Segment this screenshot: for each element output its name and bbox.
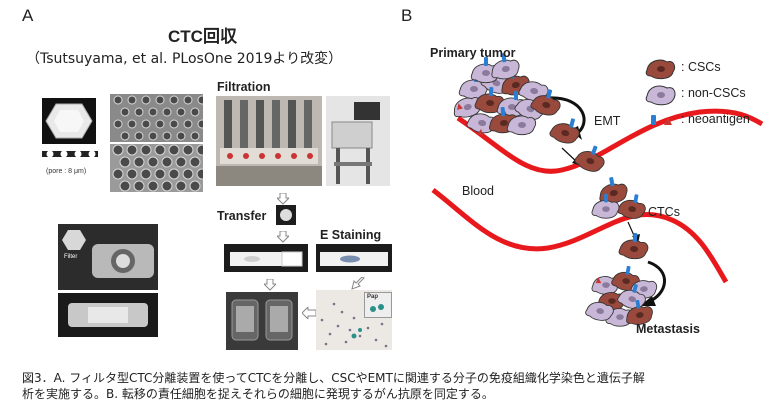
csc-cell: [599, 177, 628, 204]
sem-pore-image-top: [110, 94, 203, 142]
non-csc-cell: [585, 301, 614, 321]
blood-label: Blood: [462, 184, 494, 198]
csc-cell: [549, 118, 580, 144]
vessel-wall-lower: [431, 188, 729, 284]
panel-a-title: CTC回収: [168, 27, 237, 46]
caption-line-1: 図3．A. フィルタ型CTC分離装置を使ってCTCを分離し、CSCやEMTに関連…: [22, 371, 645, 385]
down-arrow-icon: [275, 228, 291, 247]
vessel-wall-upper: [456, 108, 764, 174]
panel-b-letter: B: [401, 6, 413, 25]
glass-slide-photo: [224, 244, 308, 272]
left-arrow-icon: [301, 304, 317, 323]
analysis-chip-photo: [226, 292, 298, 350]
panel-a-citation: （Tsutsuyama, et al. PLosOne 2019より改変）: [26, 51, 343, 67]
filter-photo-label: Filter: [64, 254, 78, 260]
csc-cell: [617, 194, 646, 219]
non-csc-cell: [453, 97, 482, 118]
down-arrow-icon: [275, 190, 291, 209]
pap-label: Pap: [367, 294, 379, 300]
transfer-filter-photo: [276, 205, 296, 225]
filter-cross-section: [42, 148, 98, 162]
filter-device-side-photo: [58, 293, 158, 337]
filtration-machine-photo: [326, 96, 390, 186]
legend-non-cscs: : non-CSCs: [681, 86, 746, 100]
transfer-label: Transfer: [217, 209, 267, 223]
panel-a-letter: A: [22, 6, 34, 25]
stained-slide-photo: [316, 244, 392, 272]
filter-device-photo: Filter: [58, 224, 158, 290]
primary-tumor-label: Primary tumor: [430, 46, 516, 60]
csc-cell: [626, 299, 653, 325]
down-arrow-icon: [262, 276, 278, 295]
staining-label: E Staining: [320, 228, 382, 242]
caption-line-2: 析を実施する。B. 転移の責任細胞を捉えそれらの細胞に発現するがん抗原を同定する…: [22, 387, 494, 401]
non-csc-cell: [466, 113, 497, 136]
legend-cscs: : CSCs: [681, 60, 721, 74]
sem-pore-image-bottom: [110, 144, 203, 192]
emt-label: EMT: [594, 114, 621, 128]
pap-microscopy-image: Pap: [316, 290, 392, 350]
pap-inset: Pap: [364, 292, 392, 318]
emt-curved-arrow: [547, 96, 586, 136]
filter-chip-photo: [42, 98, 96, 144]
non-csc-cell: [591, 193, 620, 219]
non-csc-cell: [491, 53, 520, 80]
csc-cell: [618, 232, 649, 260]
filtration-device-photo: [216, 96, 322, 186]
non-csc-cell: [506, 115, 537, 136]
legend: : CSCs : non-CSCs : neoantigen: [643, 52, 753, 144]
figure-caption: 図3．A. フィルタ型CTC分離装置を使ってCTCを分離し、CSCやEMTに関連…: [22, 370, 762, 402]
csc-cell: [530, 89, 561, 116]
ctcs-label: CTCs: [648, 205, 680, 219]
neoantigen-blue-icon: [651, 115, 656, 125]
pore-size-label: (pore : 8 μm): [46, 168, 87, 175]
metastasis-diagram: [431, 53, 764, 327]
filtration-label: Filtration: [217, 80, 271, 94]
legend-neoantigen: : neoantigen: [681, 112, 750, 126]
neoantigen-red-icon: [664, 117, 672, 125]
left-down-arrow-icon: [350, 276, 366, 295]
metastasis-label: Metastasis: [636, 322, 700, 336]
csc-cell: [574, 145, 605, 172]
